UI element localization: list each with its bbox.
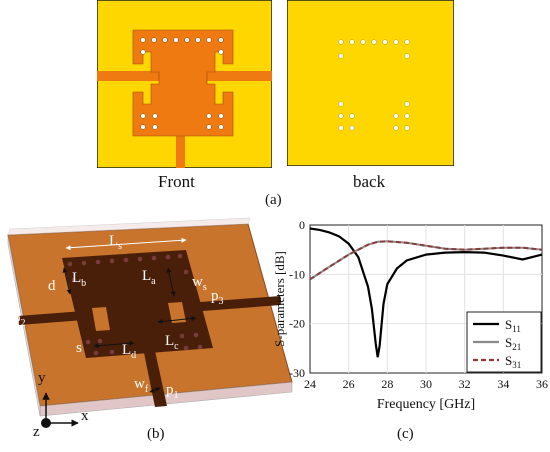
x-tick-label: 28 (381, 377, 393, 391)
label-d: d (48, 278, 56, 294)
series-group (309, 227, 543, 358)
panel-a-label: (a) (265, 192, 282, 208)
front-caption: Front (158, 172, 195, 191)
tick-labels: 24 26 28 30 32 34 36 0 -10 -20 -30 (289, 218, 548, 391)
y-tick-label: -10 (289, 267, 305, 281)
label-s: s (76, 340, 82, 356)
y-axis-label: S-parameters [dB] (272, 251, 287, 347)
label-wf: wf (134, 376, 149, 395)
s-parameter-chart: 24 26 28 30 32 34 36 0 -10 -20 -30 Frequency [GHz]… (272, 218, 548, 412)
panel-a-front-diagram (97, 0, 272, 168)
legend-label-subscript: 31 (512, 360, 521, 370)
back-caption: back (353, 172, 386, 191)
label-Lc: Lc (165, 333, 179, 352)
label-Lb: Lb (72, 270, 87, 289)
label-p1: p1 (166, 382, 179, 401)
label-Ld: Ld (122, 342, 137, 361)
label-ws: ws (192, 274, 207, 293)
coordinate-axes-icon (41, 392, 79, 428)
axis-z-label: z (33, 424, 40, 440)
series-line-s31 (309, 240, 543, 281)
panel-b-label: (b) (147, 426, 165, 442)
label-Ls: Ls (109, 233, 123, 252)
panel-a-back-diagram (287, 0, 454, 166)
label-p3: p3 (211, 288, 224, 307)
x-tick-label: 32 (459, 377, 471, 391)
x-tick-label: 34 (497, 377, 509, 391)
panel-c-label: (c) (397, 426, 414, 442)
y-tick-label: 0 (299, 218, 305, 232)
x-axis-label: Frequency [GHz] (377, 397, 475, 412)
x-tick-label: 24 (304, 377, 316, 391)
x-tick-label: 30 (420, 377, 432, 391)
y-tick-label: -30 (289, 366, 305, 380)
y-tick-label: -20 (289, 317, 305, 331)
label-La: La (142, 268, 156, 287)
x-tick-label: 26 (343, 377, 355, 391)
series-line-s11 (309, 227, 543, 358)
axis-x-label: x (81, 408, 89, 424)
x-tick-label: 36 (536, 377, 548, 391)
legend-box (466, 311, 542, 373)
axis-y-label: y (38, 370, 46, 386)
legend-label-subscript: 11 (512, 324, 521, 334)
panel-b-3d-diagram (7, 217, 293, 417)
legend-label-subscript: 21 (512, 342, 521, 352)
label-p2: p2 (13, 310, 26, 329)
